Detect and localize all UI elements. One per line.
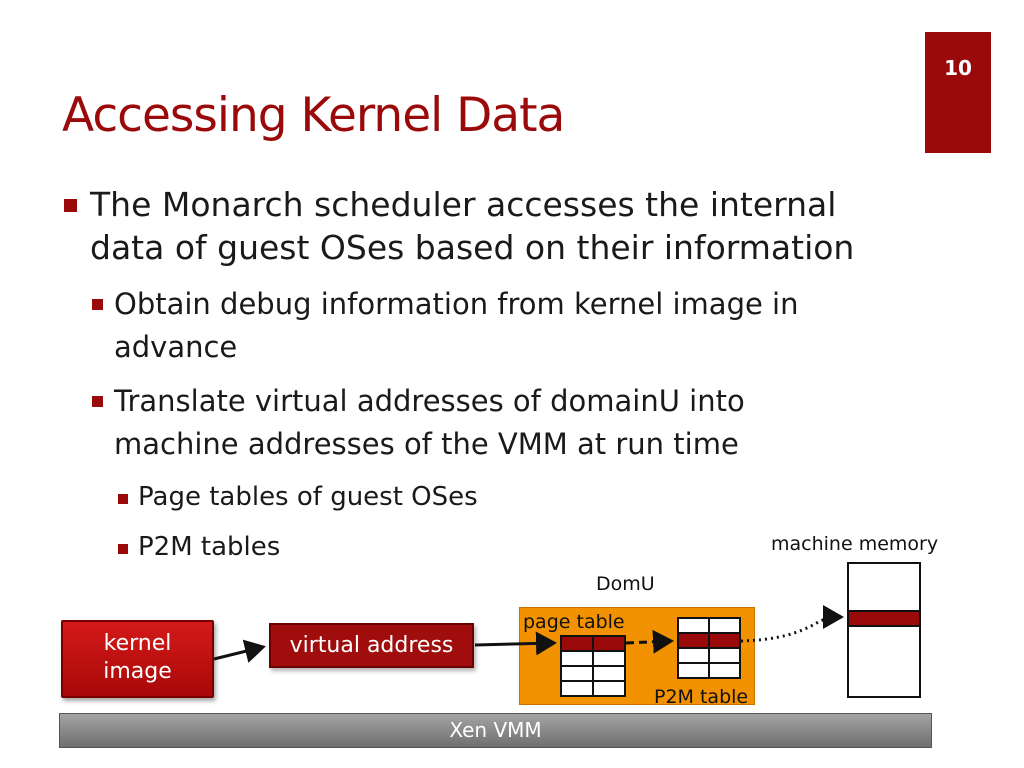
page-table-grid bbox=[560, 635, 626, 697]
bullet-text: Page tables of guest OSes bbox=[138, 482, 478, 512]
domu-label: DomU bbox=[596, 573, 655, 595]
bullet-text-line2: machine addresses of the VMM at run time bbox=[114, 427, 739, 461]
virtual-address-box: virtual address bbox=[269, 623, 474, 668]
page-table-label: page table bbox=[523, 611, 625, 633]
bullet-text: P2M tables bbox=[138, 532, 281, 562]
bullet-marker bbox=[118, 544, 128, 554]
arrow-p2m-to-memory bbox=[740, 605, 844, 643]
kernel-image-line2: image bbox=[103, 659, 172, 684]
bullet-level2-debug: Obtain debug information from kernel ima… bbox=[92, 283, 799, 369]
bullet-level3-page-tables: Page tables of guest OSes bbox=[118, 481, 478, 513]
bullet-level3-p2m: P2M tables bbox=[118, 531, 280, 563]
bullet-text-line2: advance bbox=[114, 330, 238, 364]
bullet-text-line1: Obtain debug information from kernel ima… bbox=[114, 287, 799, 321]
p2m-table-label: P2M table bbox=[654, 686, 749, 708]
slide-title: Accessing Kernel Data bbox=[62, 88, 565, 143]
bullet-marker bbox=[92, 299, 103, 310]
xen-vmm-bar: Xen VMM bbox=[59, 713, 932, 748]
bullet-text-line1: The Monarch scheduler accesses the inter… bbox=[90, 185, 837, 224]
bullet-marker bbox=[118, 494, 128, 504]
machine-memory-label: machine memory bbox=[771, 533, 939, 555]
bullet-text-line1: Translate virtual addresses of domainU i… bbox=[114, 384, 745, 418]
bullet-marker bbox=[64, 199, 77, 212]
bullet-text-line2: data of guest OSes based on their inform… bbox=[90, 228, 855, 267]
arrow-pagetable-to-p2m bbox=[625, 629, 674, 654]
slide-number: 10 bbox=[925, 32, 991, 153]
bullet-level2-translate: Translate virtual addresses of domainU i… bbox=[92, 380, 745, 466]
bullet-marker bbox=[92, 396, 103, 407]
bullet-level1: The Monarch scheduler accesses the inter… bbox=[64, 183, 854, 269]
machine-memory-column bbox=[847, 562, 921, 698]
arrow-kernel-to-virtual bbox=[213, 639, 266, 663]
kernel-image-line1: kernel bbox=[103, 631, 172, 656]
kernel-image-box: kernel image bbox=[61, 620, 214, 698]
arrow-virtual-to-pagetable bbox=[474, 631, 557, 656]
p2m-table-grid bbox=[677, 617, 741, 679]
